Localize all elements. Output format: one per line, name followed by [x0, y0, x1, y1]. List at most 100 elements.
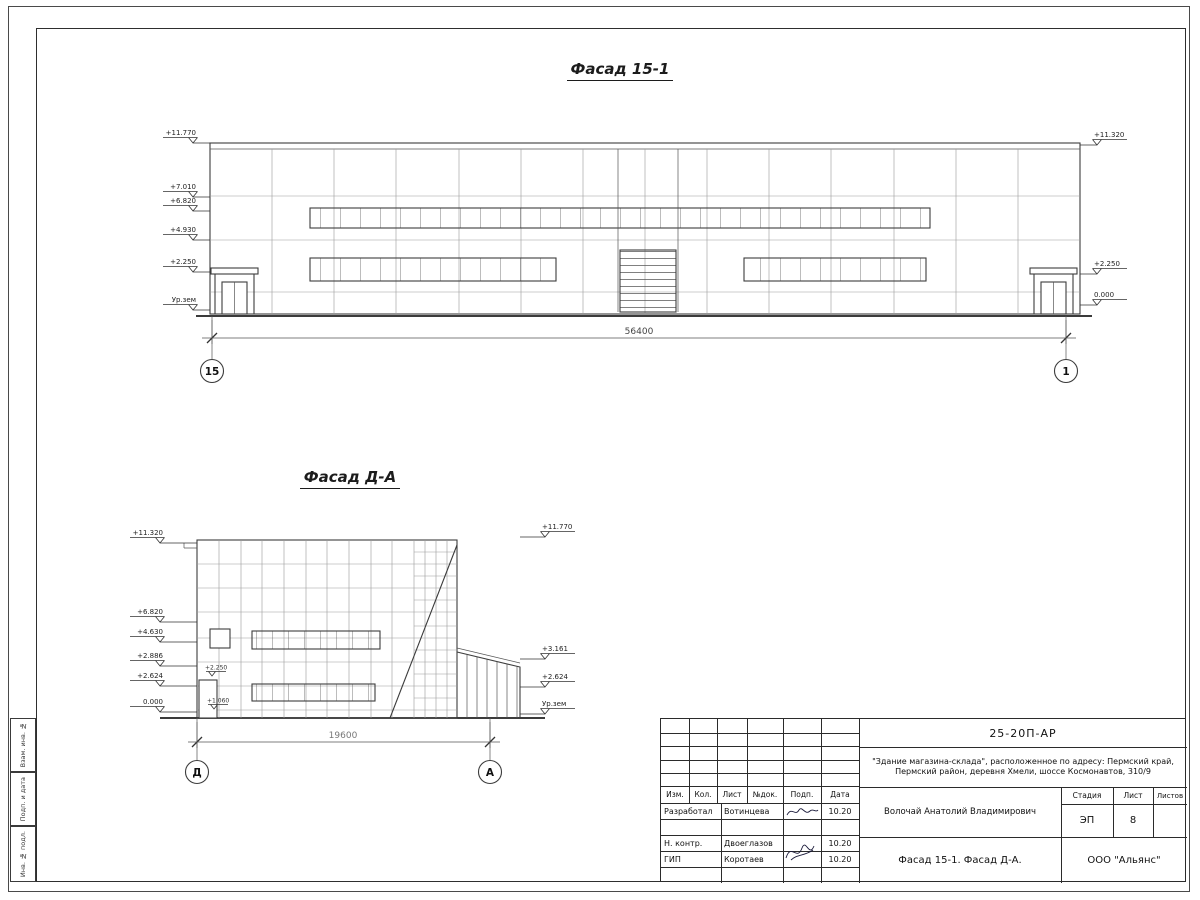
svg-text:+7.010: +7.010: [170, 183, 196, 191]
window-band-lower: [251, 683, 376, 702]
company-name: ООО "Альянс": [1087, 854, 1161, 866]
table-line: [1061, 787, 1062, 883]
axis-leaders: [196, 718, 491, 760]
svg-text:+11.770: +11.770: [166, 129, 196, 137]
signer-role: Разработал: [664, 806, 713, 816]
facade-15-1-drawing: 56400 15 1 +11.770 +7.010 +6.820 +4: [163, 129, 1127, 384]
level-mark: +2.624: [520, 673, 575, 688]
svg-text:+6.820: +6.820: [137, 608, 163, 616]
entrance-right-pilasters: [1033, 272, 1074, 314]
svg-text:+2.250: +2.250: [170, 258, 196, 266]
stage-header: Стадия: [1072, 791, 1102, 800]
table-line: [661, 759, 859, 761]
svg-text:+2.624: +2.624: [137, 672, 163, 680]
level-mark: 0.000: [1080, 291, 1127, 306]
table-line: [1153, 787, 1154, 837]
table-line: [661, 819, 859, 820]
col-header-ndok: №док.: [752, 790, 778, 799]
svg-text:+4.930: +4.930: [170, 226, 196, 234]
author-name: Волочай Анатолий Владимирович: [884, 807, 1036, 817]
svg-text:+11.320: +11.320: [1094, 131, 1124, 139]
level-mark: +11.320: [1080, 131, 1127, 146]
col-header-izm: Изм.: [666, 790, 684, 799]
table-line: [783, 719, 784, 883]
level-mark: +4.630: [130, 628, 197, 643]
stage-value: ЭП: [1079, 815, 1095, 826]
signer-name: Коротаев: [724, 854, 764, 864]
entrance-left-canopy: [210, 267, 259, 275]
level-mark: +1.060: [207, 698, 229, 710]
table-line: [661, 773, 859, 774]
axis-bubble-d: [184, 759, 210, 785]
svg-text:+6.820: +6.820: [170, 197, 196, 205]
sheet-inner-frame: [36, 28, 1186, 882]
level-mark: +11.770: [163, 129, 210, 144]
svg-text:+11.320: +11.320: [133, 529, 163, 537]
table-line: [661, 803, 859, 804]
level-mark: Ур.зем: [520, 700, 575, 715]
col-header-podp: Подп.: [790, 790, 814, 799]
axis-label: Д: [192, 767, 201, 779]
col-header-kol: Кол.: [694, 790, 712, 799]
window-band-lower-right: [743, 257, 927, 282]
panel-joints-vertical: [271, 149, 1019, 314]
window-band-upper: [251, 630, 381, 650]
sheet-outer-border: [8, 6, 1190, 892]
signature-gip: [785, 844, 815, 861]
col-header-list: Лист: [722, 790, 742, 799]
parapet-step: [183, 543, 197, 549]
table-line: [721, 803, 722, 883]
signer-role: Н. контр.: [664, 838, 703, 848]
drawing-title: Фасад 15-1. Фасад Д-А.: [898, 854, 1022, 866]
entrance-left-pilasters: [214, 272, 255, 314]
axis-bubble-1: [1053, 358, 1079, 384]
facade-d-a-drawing: 19600 Д А +11.320 +6.820 +4.630 +2.: [130, 523, 575, 785]
svg-text:+2.250: +2.250: [205, 665, 227, 672]
table-line: [661, 746, 859, 747]
svg-text:0.000: 0.000: [143, 698, 163, 706]
facade2-title: Фасад Д-А: [250, 468, 450, 489]
level-mark: +2.250: [163, 258, 210, 273]
signer-date: 10.20: [828, 838, 852, 848]
level-mark: 0.000: [130, 698, 197, 713]
level-mark: +6.820: [163, 197, 210, 212]
level-mark: +2.886: [130, 652, 197, 667]
svg-text:+1.060: +1.060: [207, 698, 229, 705]
diagonal-edge: [389, 544, 458, 719]
svg-text:+4.630: +4.630: [137, 628, 163, 636]
glazing-mullions: [414, 540, 457, 718]
table-line: [859, 719, 860, 883]
signer-role: ГИП: [664, 854, 681, 864]
table-line: [859, 837, 1187, 838]
signer-date: 10.20: [828, 806, 852, 816]
signer-name: Двоеглазов: [724, 838, 773, 848]
sheet-number: 8: [1129, 815, 1137, 826]
signer-date: 10.20: [828, 854, 852, 864]
svg-text:+3.161: +3.161: [542, 645, 568, 653]
col-header-data: Дата: [830, 790, 850, 799]
level-mark: +3.161: [520, 645, 575, 660]
table-line: [661, 786, 859, 787]
level-mark: +7.010: [163, 183, 210, 198]
table-line: [747, 719, 748, 803]
table-line: [859, 787, 1187, 788]
level-mark: +2.250: [1080, 260, 1127, 275]
side-door: [198, 679, 218, 719]
svg-text:Ур.зем: Ур.зем: [172, 296, 196, 304]
level-mark: +2.250: [205, 665, 227, 677]
svg-text:+2.250: +2.250: [1094, 260, 1120, 268]
table-line: [1061, 804, 1187, 805]
table-line: [661, 835, 859, 836]
table-line: [689, 719, 690, 803]
low-volume-outline: [456, 651, 521, 718]
svg-text:+11.770: +11.770: [542, 523, 572, 531]
axis-bubble-15: [199, 358, 225, 384]
entrance-right-canopy: [1029, 267, 1078, 275]
table-line: [661, 867, 859, 868]
svg-text:0.000: 0.000: [1094, 291, 1114, 299]
sheet-header: Лист: [1123, 791, 1143, 800]
window-band-upper: [309, 207, 931, 229]
signer-name: Вотинцева: [724, 806, 770, 816]
